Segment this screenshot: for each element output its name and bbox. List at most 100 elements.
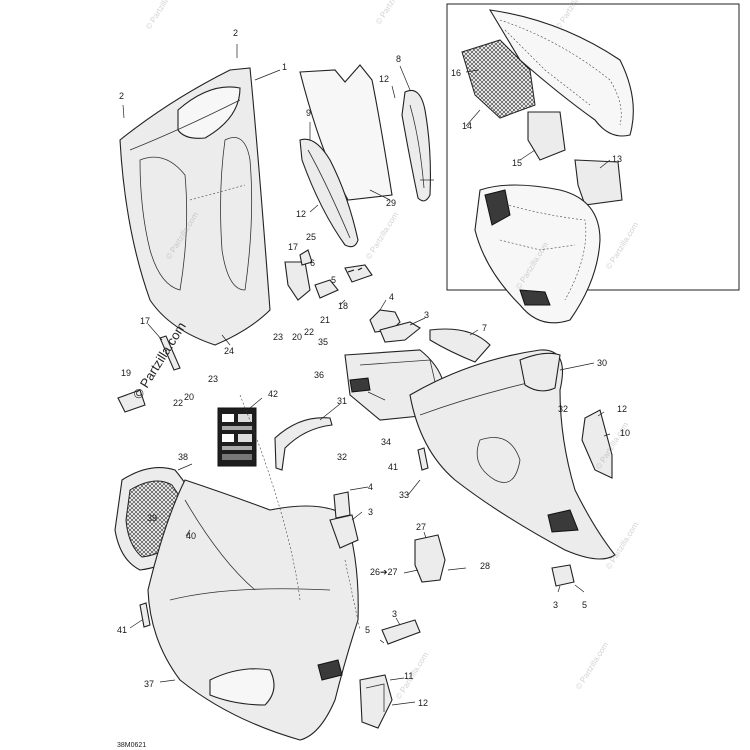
watermark-faint-3: © Partzilla.com (364, 210, 400, 261)
part-7-trim (429, 328, 491, 363)
callout-c20b: 20 (184, 392, 194, 402)
callout-c11: 11 (404, 671, 413, 681)
part-15-shape (527, 111, 566, 161)
watermark-main: © Partzilla.com (130, 319, 189, 401)
part-29-panel (299, 64, 393, 201)
callout-c6: 6 (310, 258, 315, 268)
callout-c34: 34 (381, 437, 391, 447)
watermark-faint-0: © Partzilla.com (144, 0, 180, 31)
callout-c30: 30 (597, 358, 607, 368)
callout-c18: 18 (338, 301, 348, 311)
callout-c26_27: 26➔27 (370, 567, 398, 577)
callout-c13: 13 (612, 154, 622, 164)
callout-c39: 39 (147, 513, 157, 523)
callout-c8: 8 (396, 54, 401, 64)
callout-c3c: 3 (553, 600, 558, 610)
callout-c22b: 22 (173, 398, 183, 408)
callout-c24: 24 (224, 346, 234, 356)
callout-c21: 21 (320, 315, 330, 325)
part-10-panel (581, 409, 613, 479)
callout-c1: 1 (282, 62, 287, 72)
callout-c41a: 41 (388, 462, 398, 472)
callout-c38: 38 (178, 452, 188, 462)
callout-c3a: 3 (424, 310, 429, 320)
callout-c10: 10 (620, 428, 630, 438)
callout-c16: 16 (451, 68, 461, 78)
leader-lines (122, 44, 611, 706)
part-25-clip (299, 249, 313, 266)
part-13-shape (574, 159, 623, 206)
part-42-decal (217, 407, 257, 467)
part-17-rod (159, 335, 181, 371)
diagram-code-label: 38M0621 (117, 742, 146, 749)
callout-c3b: 3 (368, 507, 373, 517)
callout-c12a: 12 (379, 74, 389, 84)
part-9-vent-frame (299, 138, 359, 248)
part-3-handle-upper (379, 321, 421, 343)
callout-c9: 9 (306, 108, 311, 118)
callout-c2a: 2 (233, 28, 238, 38)
watermark-faint-2: © Partzilla.com (554, 0, 590, 31)
callout-c35: 35 (318, 337, 328, 347)
part-30-trim (519, 352, 561, 392)
assembly-line-decal (239, 394, 301, 601)
part-33-side-panel (409, 349, 616, 560)
part-11-vent (359, 674, 393, 729)
callout-c2b: 2 (119, 91, 124, 101)
callout-c31: 31 (337, 396, 347, 406)
callout-c25: 25 (306, 232, 316, 242)
part-37-front-panel (147, 479, 359, 741)
callout-c15: 15 (512, 158, 522, 168)
callout-c40: 40 (186, 531, 196, 541)
callout-c36: 36 (314, 370, 324, 380)
part-3-grip (381, 619, 421, 645)
callout-c17a: 17 (288, 242, 298, 252)
callout-c32a: 32 (558, 404, 568, 414)
callout-c27a: 27 (416, 522, 426, 532)
callout-c28: 28 (480, 561, 490, 571)
callout-c29: 29 (386, 198, 396, 208)
callout-c22a: 22 (304, 327, 314, 337)
part-3-knob-right (551, 564, 575, 587)
callout-c3d: 3 (392, 609, 397, 619)
part-17-bracket (284, 261, 311, 301)
callout-c19: 19 (121, 368, 131, 378)
callout-c5c: 5 (365, 625, 370, 635)
callout-c33: 33 (399, 490, 409, 500)
callout-c23a: 23 (273, 332, 283, 342)
part-41-rod (139, 602, 151, 628)
part-31-strip (274, 417, 333, 471)
callout-c12b: 12 (296, 209, 306, 219)
callout-c5b: 5 (582, 600, 587, 610)
part-27-bracket (414, 534, 446, 583)
part-41-rod-upper (417, 447, 429, 471)
callout-c37: 37 (144, 679, 154, 689)
part-19-fitting (117, 389, 146, 413)
watermark-faint-5: © Partzilla.com (604, 220, 640, 271)
watermark-faint-1: © Partzilla.com (374, 0, 410, 26)
callout-c32b: 32 (337, 452, 347, 462)
part-3-handle-mid (329, 514, 359, 549)
callout-c20a: 20 (292, 332, 302, 342)
callout-c4a: 4 (389, 292, 394, 302)
part-6-clip (314, 279, 339, 299)
callout-c4b: 4 (368, 482, 373, 492)
part-4-bolt-mid (333, 491, 351, 519)
callout-c7: 7 (482, 323, 487, 333)
watermark-faint-9: © Partzilla.com (604, 520, 640, 571)
callout-c41b: 41 (117, 625, 127, 635)
callout-c17b: 17 (140, 316, 150, 326)
callout-c5a: 5 (331, 275, 336, 285)
callout-c12d: 12 (418, 698, 428, 708)
callout-c12c: 12 (617, 404, 627, 414)
callout-c14: 14 (462, 121, 472, 131)
part-1-hood (119, 67, 271, 346)
part-8-vent-frame (401, 89, 431, 202)
part-18-bracket (344, 264, 373, 283)
callout-c23b: 23 (208, 374, 218, 384)
watermark-faint-8: © Partzilla.com (574, 640, 610, 691)
inset-detail-box (446, 3, 740, 324)
